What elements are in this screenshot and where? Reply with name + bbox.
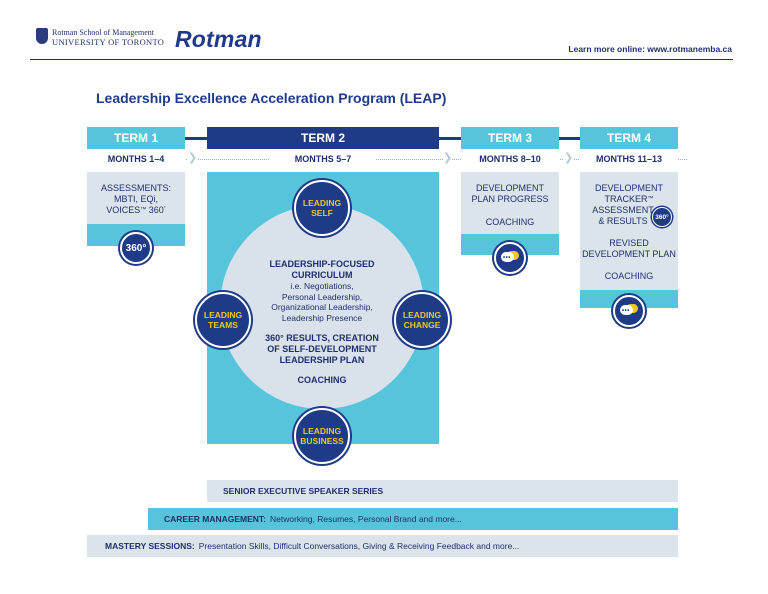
connector-3-4 xyxy=(559,137,580,140)
360-assessment-icon: 360° xyxy=(120,232,152,264)
page-title: Leadership Excellence Acceleration Progr… xyxy=(96,90,447,106)
mastery-sessions-bar: MASTERY SESSIONS:Presentation Skills, Di… xyxy=(87,535,678,557)
term-1-content xyxy=(87,172,185,224)
results-block: 360° RESULTS, CREATION OF SELF-DEVELOPME… xyxy=(265,333,379,365)
term-1-header: TERM 1 xyxy=(87,127,185,149)
term-3-coaching: COACHING xyxy=(485,217,535,227)
chevron-right-icon: ❯ xyxy=(564,152,574,164)
term-3-development: DEVELOPMENT PLAN PROGRESS xyxy=(471,183,549,204)
curriculum-block: LEADERSHIP-FOCUSED CURRICULUM i.e. Negot… xyxy=(269,259,375,323)
term-4-header: TERM 4 xyxy=(580,127,678,149)
chevron-right-icon: ❯ xyxy=(188,152,198,164)
chevron-right-icon: ❯ xyxy=(443,152,453,164)
leadership-circle xyxy=(220,205,424,409)
term-2-months: MONTHS 5–7 xyxy=(270,154,376,164)
coaching-chat-icon: ••• xyxy=(613,295,645,327)
connector-2-3 xyxy=(439,137,461,140)
term-4-coaching: COACHING xyxy=(604,271,654,281)
speaker-series-bar: SENIOR EXECUTIVE SPEAKER SERIES xyxy=(207,480,678,502)
months-dotted-line xyxy=(87,159,687,160)
university-name: UNIVERSITY OF TORONTO xyxy=(52,37,165,47)
360-small-icon: 360° xyxy=(652,207,672,227)
term-3-content xyxy=(461,172,559,234)
rotman-logo: Rotman xyxy=(175,26,262,52)
term-3-header: TERM 3 xyxy=(461,127,559,149)
term-3-months: MONTHS 8–10 xyxy=(461,154,559,164)
header-divider xyxy=(30,59,733,60)
coaching-chat-icon: ••• xyxy=(494,242,526,274)
career-management-bar: CAREER MANAGEMENT:Networking, Resumes, P… xyxy=(148,508,678,530)
learn-more-link[interactable]: Learn more online: www.rotmanemba.ca xyxy=(568,44,732,54)
institution-name: Rotman School of Management xyxy=(52,28,154,37)
term-2-coaching: COACHING xyxy=(297,375,347,385)
connector-1-2 xyxy=(185,137,207,140)
term-1-assessments: ASSESSMENTS: MBTI, EQi, VOICES™ 360˚ xyxy=(100,183,172,215)
university-crest-icon xyxy=(36,28,48,44)
term-4-months: MONTHS 11–13 xyxy=(580,154,678,164)
term-1-months: MONTHS 1–4 xyxy=(87,154,185,164)
term-4-content xyxy=(580,172,678,290)
term-2-header: TERM 2 xyxy=(207,127,439,149)
term-4-tracker: DEVELOPMENT TRACKER™ ASSESSMENT & RESULT… xyxy=(592,183,663,226)
term-4-revised-plan: REVISED DEVELOPMENT PLAN xyxy=(582,238,676,259)
